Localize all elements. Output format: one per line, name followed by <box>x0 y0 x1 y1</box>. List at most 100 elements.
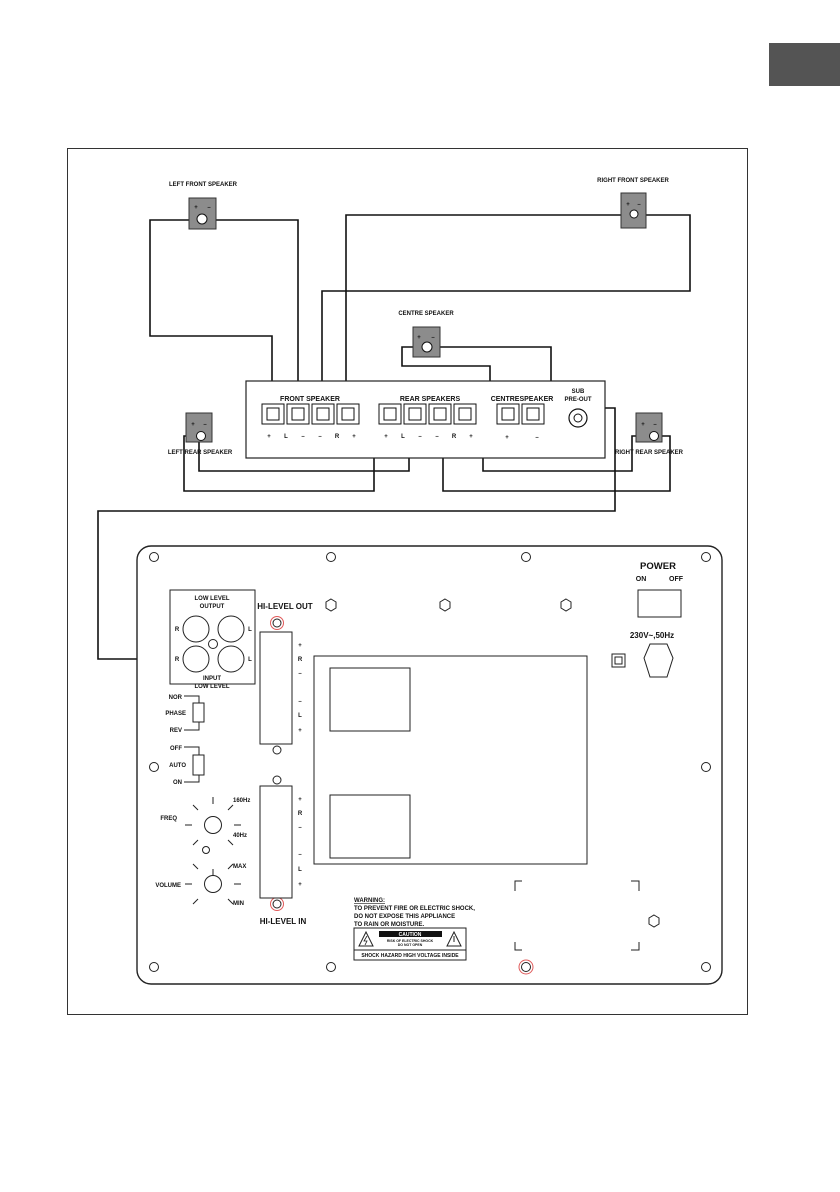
hi-in-terminal-6: + <box>298 882 302 888</box>
screw-icon <box>149 962 159 972</box>
power-on-label: ON <box>636 576 647 583</box>
speaker-centre-minus: – <box>431 335 435 341</box>
shock-hazard-text: SHOCK HAZARD HIGH VOLTAGE INSIDE <box>361 953 459 959</box>
speaker-right-rear-minus: – <box>653 422 657 428</box>
subwoofer-panel: POWER ON OFF 230V~,50Hz LOW LEVEL OUTPUT… <box>136 545 723 985</box>
power-switch[interactable] <box>637 589 682 618</box>
low-level-output-label-2: OUTPUT <box>200 604 225 610</box>
rca-output-left[interactable] <box>217 615 245 643</box>
volume-knob[interactable] <box>204 875 222 893</box>
caution-header-bar <box>379 931 442 937</box>
rear-terminal-label-4: – <box>435 434 439 440</box>
freq-knob[interactable] <box>204 816 222 834</box>
mount-brackets <box>514 880 640 951</box>
rca-input-right[interactable] <box>182 645 210 673</box>
wire-right-front-plus <box>345 214 633 402</box>
auto-off-label: OFF <box>170 746 182 752</box>
hi-out-terminal-2: R <box>298 657 303 663</box>
screw-icon <box>326 552 336 562</box>
voltage-label: 230V~,50Hz <box>630 631 674 640</box>
volume-knob-ticks <box>185 863 241 905</box>
diagram-frame <box>67 148 748 1015</box>
freq-knob-ticks <box>185 797 241 846</box>
hi-level-out-label: HI-LEVEL OUT <box>257 602 313 611</box>
hi-out-terminal-1: + <box>298 643 302 649</box>
hi-in-terminal-1: + <box>298 797 302 803</box>
terminal-front-2-inner <box>291 407 305 421</box>
rear-terminal-label-6: + <box>469 434 473 440</box>
panel-screws <box>149 552 711 975</box>
speaker-centre-jack <box>421 341 433 353</box>
speaker-left-front-label: LEFT FRONT SPEAKER <box>169 182 238 188</box>
phase-rev-label: REV <box>170 728 182 734</box>
auto-switch[interactable] <box>192 754 205 776</box>
receiver-panel: FRONT SPEAKER REAR SPEAKERS CENTRESPEAKE… <box>245 380 606 459</box>
front-terminal-label-3: – <box>301 434 305 440</box>
speaker-left-rear: + – LEFT REAR SPEAKER <box>168 412 233 456</box>
centre-terminal-label-minus: – <box>535 435 539 441</box>
speaker-centre-plus: + <box>417 335 421 341</box>
wire-right-rear-b <box>442 406 671 492</box>
speaker-left-rear-jack <box>196 431 206 441</box>
speaker-right-front-label: RIGHT FRONT SPEAKER <box>597 178 669 184</box>
freq-low-label: 40Hz <box>233 833 247 839</box>
screw-icon <box>521 962 531 972</box>
front-terminal-label-6: + <box>352 434 356 440</box>
caution-title: CAUTION <box>399 932 422 938</box>
page-tab-marker <box>769 43 840 86</box>
hi-level-out-block[interactable] <box>259 631 293 745</box>
hi-out-terminal-5: L <box>298 713 302 719</box>
hi-in-terminal-4: – <box>298 852 302 858</box>
speaker-right-front-plus: + <box>626 202 630 208</box>
front-terminal-label-5: R <box>335 434 340 440</box>
sub-pre-out-jack-inner <box>573 413 583 423</box>
front-terminal-label-4: – <box>318 434 322 440</box>
rear-terminal-label-2: L <box>401 434 405 440</box>
hi-in-terminal-2: R <box>298 811 303 817</box>
rca-output-right[interactable] <box>182 615 210 643</box>
warning-line-1: TO PREVENT FIRE OR ELECTRIC SHOCK, <box>354 906 475 912</box>
speaker-right-front-jack <box>629 209 639 219</box>
terminal-rear-2-inner <box>408 407 422 421</box>
speaker-left-front-minus: – <box>207 205 211 211</box>
low-level-output-label-1: LOW LEVEL <box>195 596 230 602</box>
phase-nor-label: NOR <box>169 695 183 701</box>
receiver-sub-label: SUB <box>572 389 585 395</box>
volume-min-label: MIN <box>233 901 244 907</box>
hi-level-in-block[interactable] <box>259 785 293 899</box>
amplifier-module-upper <box>329 667 411 732</box>
rca-input-left[interactable] <box>217 645 245 673</box>
hex-nut-icon <box>325 598 337 612</box>
speaker-centre: CENTRE SPEAKER + – <box>398 311 454 358</box>
rca-input-l-label: L <box>248 657 252 663</box>
screw-icon <box>701 552 711 562</box>
hi-out-terminal-6: + <box>298 728 302 734</box>
speaker-left-rear-label: LEFT REAR SPEAKER <box>168 450 233 456</box>
rear-terminal-label-5: R <box>452 434 457 440</box>
fuse-holder-inner <box>614 656 623 665</box>
receiver-pre-out-label: PRE-OUT <box>565 397 592 403</box>
freq-label: FREQ <box>160 816 177 822</box>
phase-switch[interactable] <box>192 702 205 723</box>
speaker-right-rear-jack <box>649 431 659 441</box>
terminal-front-1-inner <box>266 407 280 421</box>
power-off-label: OFF <box>669 576 684 583</box>
rear-terminal-label-3: – <box>418 434 422 440</box>
wire-centre-plus <box>401 346 491 402</box>
panel-hex-nuts <box>325 598 660 928</box>
receiver-centre-speaker-label: CENTRESPEAKER <box>491 396 554 403</box>
hi-level-in-label: HI-LEVEL IN <box>260 917 307 926</box>
hi-in-terminal-5: L <box>298 867 302 873</box>
caution-sub-2: DO NOT OPEN <box>398 943 423 947</box>
receiver-rear-speakers-label: REAR SPEAKERS <box>400 396 461 403</box>
hi-out-terminal-3: – <box>298 671 302 677</box>
rear-terminal-label-1: + <box>384 434 388 440</box>
warning-line-3: TO RAIN OR MOISTURE. <box>354 922 425 928</box>
rca-output-l-label: L <box>248 627 252 633</box>
terminal-rear-3-inner <box>433 407 447 421</box>
speaker-right-front-minus: – <box>637 202 641 208</box>
screw-highlight-icon <box>518 959 534 975</box>
terminal-front-4-inner <box>341 407 355 421</box>
auto-bracket <box>184 746 200 783</box>
hex-nut-icon <box>439 598 451 612</box>
